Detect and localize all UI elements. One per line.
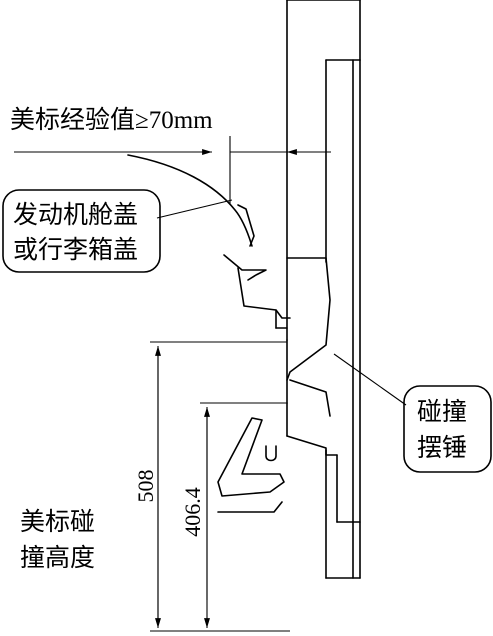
- hood-panel: [127, 154, 291, 329]
- pendulum-outer-plate: [286, 0, 361, 437]
- hood-callout-box: [2, 189, 161, 273]
- bumper-outline: [217, 417, 285, 513]
- height-406-label: 406.4: [180, 487, 205, 537]
- height-508-label: 508: [133, 470, 158, 503]
- height-label-line2: 撞高度: [20, 544, 95, 572]
- pendulum-label-line2: 摆锤: [417, 434, 467, 462]
- leader-lines: [156, 199, 407, 406]
- pendulum-striker-face: [286, 257, 338, 456]
- height-dimension-lines: [150, 341, 290, 632]
- pendulum-callout-box: [403, 385, 492, 473]
- hood-label-line1: 发动机舱盖: [13, 201, 138, 229]
- clearance-dimension: [14, 136, 331, 205]
- height-label-line1: 美标碰: [20, 508, 95, 536]
- hood-label-line2: 或行李箱盖: [13, 236, 138, 264]
- pendulum-inner-body: [325, 59, 361, 579]
- pendulum-label-line1: 碰撞: [417, 398, 467, 426]
- clearance-label: 美标经验值≥70mm: [10, 106, 213, 134]
